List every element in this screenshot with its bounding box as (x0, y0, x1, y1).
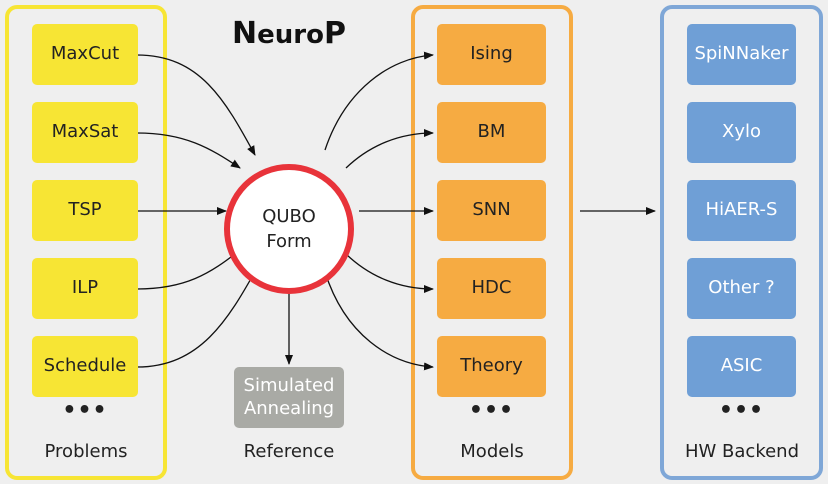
sa-line1: Simulated (243, 375, 335, 396)
models-label: Models (460, 441, 524, 462)
arrow-qubo-to-ising (324, 51, 434, 151)
title-first-letter: N (232, 16, 258, 51)
qubo-form-node: QUBO Form (224, 164, 354, 294)
arrow-maxsat-to-qubo (136, 132, 241, 169)
hw-box-hiaer-s: HiAER-S (687, 180, 796, 241)
hw-backend-label: HW Backend (684, 441, 800, 462)
model-box-snn: SNN (437, 180, 546, 241)
qubo-line1: QUBO (262, 205, 316, 227)
problem-box-maxsat: MaxSat (32, 102, 138, 163)
hw-box-other: Other ? (687, 258, 796, 319)
title-last-letter: P (323, 16, 346, 51)
hw-ellipsis: ••• (718, 398, 765, 423)
arrow-qubo-to-bm (345, 129, 434, 169)
arrow-schedule-to-qubo (136, 267, 258, 368)
models-column-frame (411, 5, 573, 480)
sa-line2: Annealing (243, 397, 335, 419)
models-ellipsis: ••• (468, 398, 515, 423)
problem-box-maxcut: MaxCut (32, 24, 138, 85)
arrow-qubo-to-theory (324, 271, 434, 371)
arrow-maxcut-to-qubo (136, 54, 256, 156)
hw-box-spinnaker: SpiNNaker (687, 24, 796, 85)
reference-label: Reference (243, 441, 335, 462)
model-box-theory: Theory (437, 336, 546, 397)
neurop-title: NeuroP (232, 16, 352, 51)
qubo-line2: Form (266, 231, 312, 252)
hw-backend-column-frame (660, 5, 823, 480)
hw-box-xylo: Xylo (687, 102, 796, 163)
problem-box-ilp: ILP (32, 258, 138, 319)
problem-box-tsp: TSP (32, 180, 138, 241)
model-box-ising: Ising (437, 24, 546, 85)
title-middle: euro (257, 20, 324, 50)
simulated-annealing-box: Simulated Annealing (234, 367, 344, 428)
hw-box-asic: ASIC (687, 336, 796, 397)
problems-label: Problems (44, 441, 128, 462)
model-box-bm: BM (437, 102, 546, 163)
arrow-qubo-to-hdc (345, 253, 434, 293)
problem-box-schedule: Schedule (32, 336, 138, 397)
arrow-ilp-to-qubo (136, 249, 241, 290)
problems-column-frame (5, 5, 167, 480)
problems-ellipsis: ••• (62, 398, 108, 423)
model-box-hdc: HDC (437, 258, 546, 319)
